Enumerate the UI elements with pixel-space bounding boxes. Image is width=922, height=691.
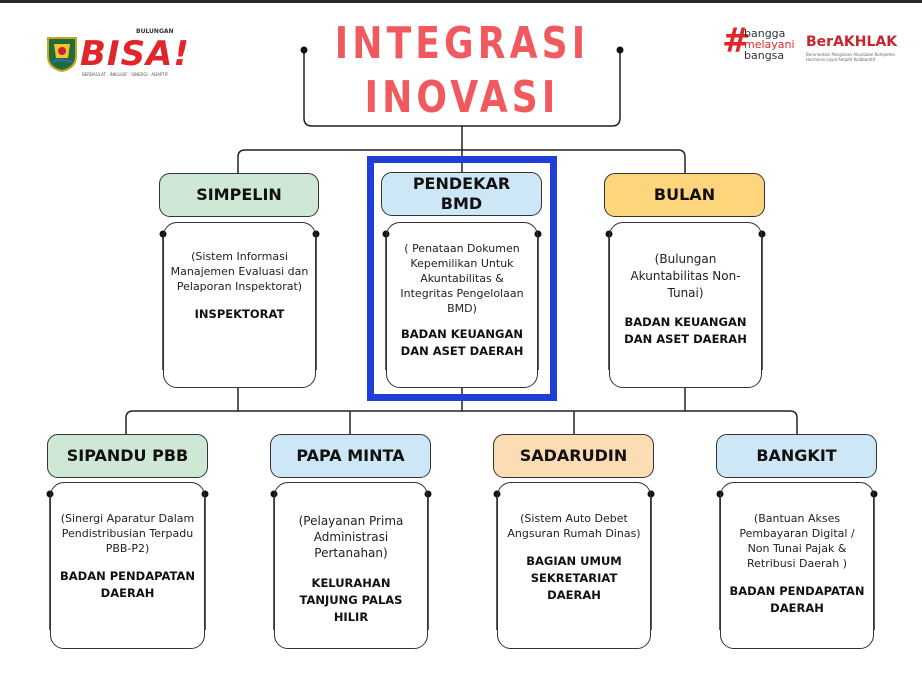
pill-bangkit: BANGKIT (716, 434, 877, 478)
desc-bangkit: (Bantuan Akses Pembayaran Digital / Non … (739, 512, 855, 570)
card-papa-minta: (Pelayanan Prima Administrasi Pertanahan… (274, 482, 428, 649)
pill-bulan: BULAN (604, 173, 765, 217)
pill-pendekar-bmd: PENDEKAR BMD (381, 172, 542, 216)
hashtag-icon: # (722, 21, 751, 61)
pill-sadarudin: SADARUDIN (493, 434, 654, 478)
pill-sipandu-pbb: SIPANDU PBB (47, 434, 208, 478)
bisa-sup: BULUNGAN (136, 28, 174, 35)
bmb-line-3: bangsa (744, 49, 785, 62)
org-bangkit: BADAN PENDAPATAN DAERAH (729, 584, 865, 615)
regency-emblem-icon (47, 37, 77, 72)
card-bangkit: (Bantuan Akses Pembayaran Digital / Non … (720, 482, 874, 649)
card-sipandu-pbb: (Sinergi Aparatur Dalam Pendistribusian … (50, 482, 205, 649)
card-pendekar-bmd: ( Penataan Dokumen Kepemilikan Untuk Aku… (386, 222, 538, 388)
org-papa-minta: KELURAHAN TANJUNG PALAS HILIR (299, 576, 403, 624)
org-simpelin: INSPEKTORAT (194, 307, 285, 321)
org-sipandu-pbb: BADAN PENDAPATAN DAERAH (60, 569, 195, 600)
bangga-melayani-bangsa: bangga melayani bangsa (744, 28, 795, 61)
bisa-tagline: BERDAULAT · INKLUSIF · SINERGI · ADAPTIF (82, 72, 169, 77)
desc-simpelin: (Sistem Informasi Manajemen Evaluasi dan… (170, 250, 309, 293)
card-sadarudin: (Sistem Auto Debet Angsuran Rumah Dinas)… (497, 482, 651, 649)
card-bulan: (Bulungan Akuntabilitas Non-Tunai) BADAN… (609, 222, 762, 388)
org-bulan: BADAN KEUANGAN DAN ASET DAERAH (624, 315, 747, 346)
berakhlak-brand: BerAKHLAK (806, 34, 898, 50)
pill-papa-minta: PAPA MINTA (270, 434, 431, 478)
org-sadarudin: BAGIAN UMUM SEKRETARIAT DAERAH (526, 554, 622, 602)
pill-simpelin: SIMPELIN (159, 173, 319, 217)
berakhlak-subtitle: Berorientasi Pelayanan Akuntabel Kompete… (806, 52, 896, 62)
bmb-line-2: melayani (744, 38, 795, 51)
card-simpelin: (Sistem Informasi Manajemen Evaluasi dan… (163, 222, 316, 388)
desc-papa-minta: (Pelayanan Prima Administrasi Pertanahan… (298, 514, 404, 560)
title-line-1: INTEGRASI (334, 18, 590, 69)
top-border (0, 0, 922, 3)
berakhlak-logo: # bangga melayani bangsa BerAKHLAK Beror… (722, 24, 902, 68)
highlight-box (367, 156, 557, 401)
desc-sadarudin: (Sistem Auto Debet Angsuran Rumah Dinas) (507, 512, 641, 540)
bmb-line-1: bangga (744, 27, 786, 40)
bisa-wordmark: BISA! (80, 34, 190, 74)
org-pendekar-bmd: BADAN KEUANGAN DAN ASET DAERAH (400, 327, 524, 358)
title-line-2: INOVASI (364, 72, 560, 123)
desc-bulan: (Bulungan Akuntabilitas Non-Tunai) (630, 252, 741, 300)
desc-sipandu-pbb: (Sinergi Aparatur Dalam Pendistribusian … (60, 512, 195, 555)
desc-pendekar-bmd: ( Penataan Dokumen Kepemilikan Untuk Aku… (400, 242, 524, 315)
bisa-logo: BISA! BULUNGAN BERDAULAT · INKLUSIF · SI… (46, 28, 189, 80)
